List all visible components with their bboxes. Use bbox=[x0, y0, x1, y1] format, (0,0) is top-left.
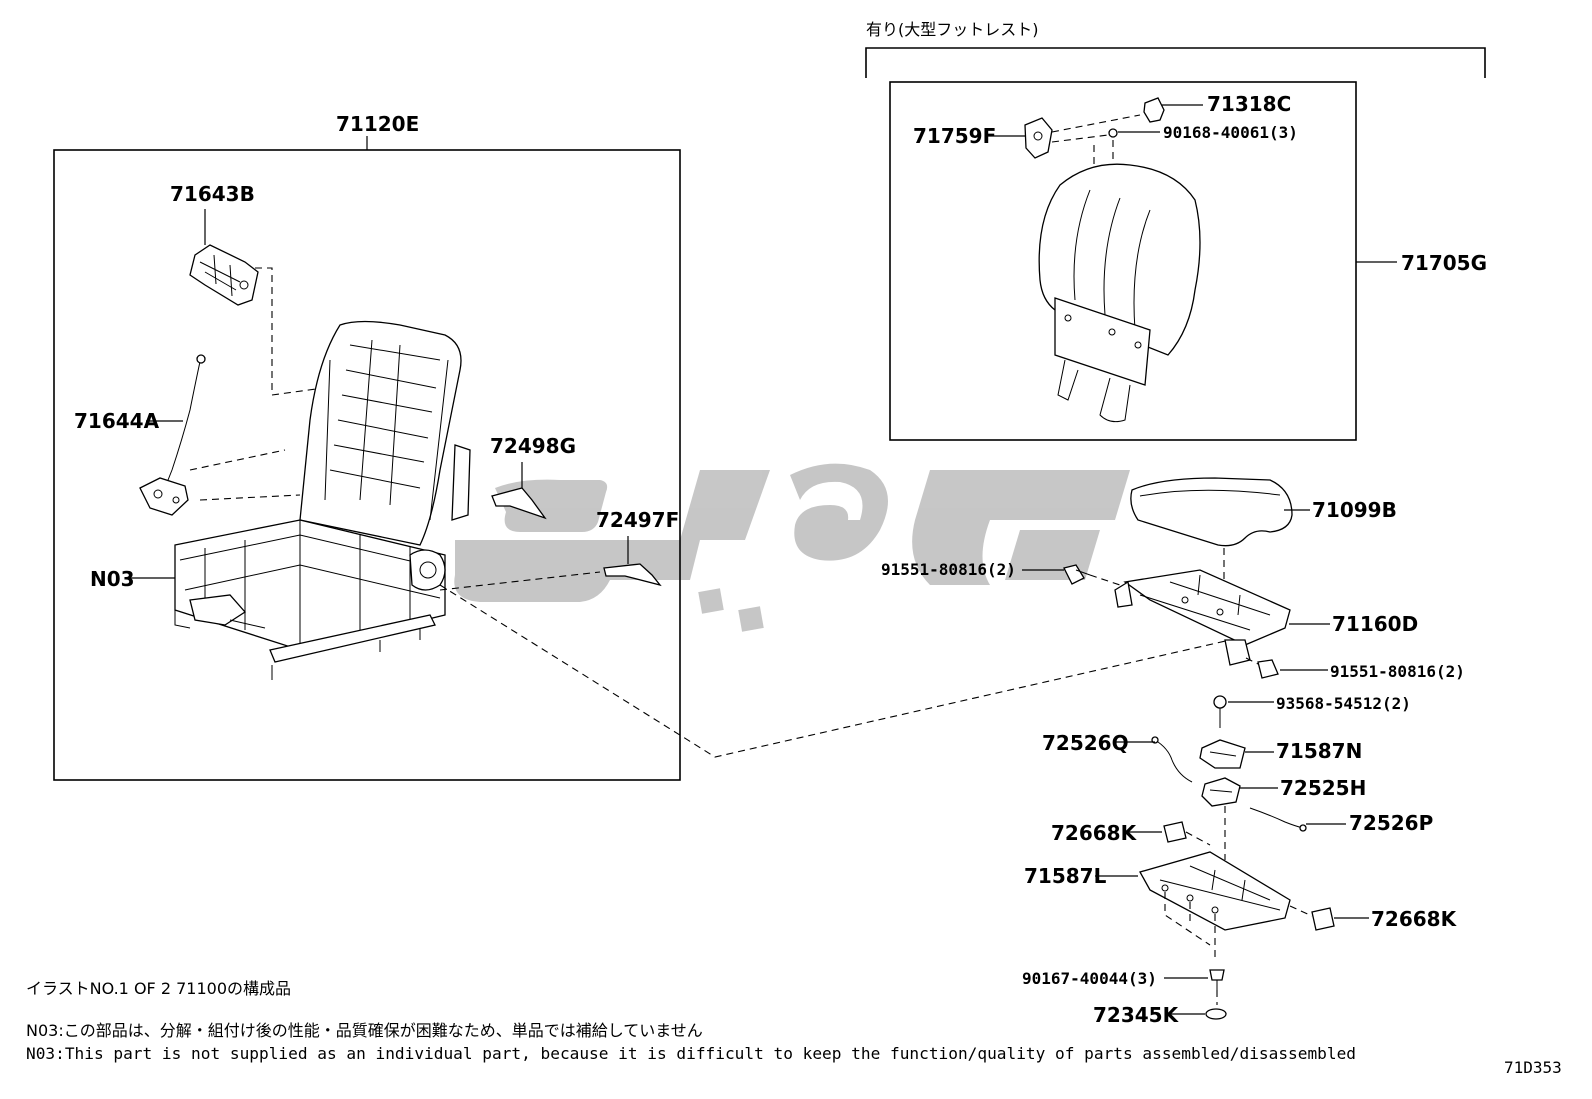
part-72525H bbox=[1201, 777, 1241, 807]
part-71318C bbox=[1143, 97, 1165, 123]
part-72345K-washer bbox=[1205, 1008, 1227, 1020]
label-71644A: 71644A bbox=[74, 409, 160, 433]
part-90168-screw bbox=[1108, 128, 1118, 138]
part-71099B-pad bbox=[1130, 477, 1293, 547]
part-72668K-b bbox=[1311, 907, 1335, 931]
label-71587L: 71587L bbox=[1024, 864, 1107, 888]
label-72497F: 72497F bbox=[596, 508, 679, 532]
label-N03: N03 bbox=[90, 567, 135, 591]
watermark-logo bbox=[454, 463, 1130, 632]
part-71587L-base bbox=[1139, 851, 1291, 931]
label-72526P: 72526P bbox=[1349, 811, 1433, 835]
label-71160D: 71160D bbox=[1332, 612, 1418, 636]
part-90167-bolt bbox=[1209, 969, 1225, 990]
label-91551-a: 91551-80816(2) bbox=[881, 560, 1016, 579]
optional-group-label: 有り(大型フットレスト) bbox=[866, 20, 1039, 39]
part-72497F bbox=[603, 563, 662, 587]
label-71120E: 71120E bbox=[336, 112, 419, 136]
label-71318C: 71318C bbox=[1207, 92, 1291, 116]
label-72668K-b: 72668K bbox=[1371, 907, 1458, 931]
part-91551-bolt-a bbox=[1063, 564, 1091, 585]
label-71643B: 71643B bbox=[170, 182, 255, 206]
assembly-link-line bbox=[439, 584, 1231, 758]
label-72526Q: 72526Q bbox=[1042, 731, 1129, 755]
part-71705G-cover bbox=[1038, 163, 1201, 423]
label-90168: 90168-40061(3) bbox=[1163, 123, 1298, 142]
part-93568-screw bbox=[1213, 695, 1227, 728]
label-91551-b: 91551-80816(2) bbox=[1330, 662, 1465, 681]
label-71099B: 71099B bbox=[1312, 498, 1397, 522]
part-71759F bbox=[1024, 117, 1053, 159]
seat-assembly-group: 71120E 71643B 71644A bbox=[53, 112, 681, 781]
label-71587N: 71587N bbox=[1276, 739, 1362, 763]
part-71587N bbox=[1199, 739, 1246, 769]
label-72525H: 72525H bbox=[1280, 776, 1366, 800]
part-N03-seat-frame bbox=[174, 320, 471, 680]
label-90167: 90167-40044(3) bbox=[1022, 969, 1157, 988]
part-72526P-cable bbox=[1249, 807, 1307, 832]
n03-note-en: N03:This part is not supplied as an indi… bbox=[26, 1044, 1356, 1063]
n03-note-jp: N03:この部品は、分解・組付け後の性能・品質確保が困難なため、単品では補給して… bbox=[26, 1021, 703, 1040]
part-72668K-a bbox=[1163, 821, 1187, 843]
optional-footrest-group: 有り(大型フットレスト) 71318C 71759F 90168-40061(3… bbox=[865, 20, 1487, 441]
figure-code: 71D353 bbox=[1504, 1058, 1562, 1077]
label-72668K-a: 72668K bbox=[1051, 821, 1138, 845]
label-93568: 93568-54512(2) bbox=[1276, 694, 1411, 713]
footrest-mechanism-group: 71099B 91551-80816(2) 71160D 91551-80816… bbox=[881, 477, 1465, 1027]
label-71705G: 71705G bbox=[1401, 251, 1487, 275]
label-72345K: 72345K bbox=[1093, 1003, 1180, 1027]
part-71644A bbox=[139, 354, 206, 516]
label-71759F: 71759F bbox=[913, 124, 996, 148]
part-71643B bbox=[189, 244, 259, 306]
notes: イラストNO.1 OF 2 71100の構成品 N03:この部品は、分解・組付け… bbox=[26, 979, 1562, 1077]
illustration-note: イラストNO.1 OF 2 71100の構成品 bbox=[26, 979, 291, 998]
footrest-cover-frame bbox=[889, 81, 1357, 441]
label-72498G: 72498G bbox=[490, 434, 576, 458]
part-71160D-bracket bbox=[1114, 569, 1291, 666]
part-72526Q-cable bbox=[1151, 736, 1193, 783]
part-91551-bolt-b bbox=[1257, 659, 1279, 679]
